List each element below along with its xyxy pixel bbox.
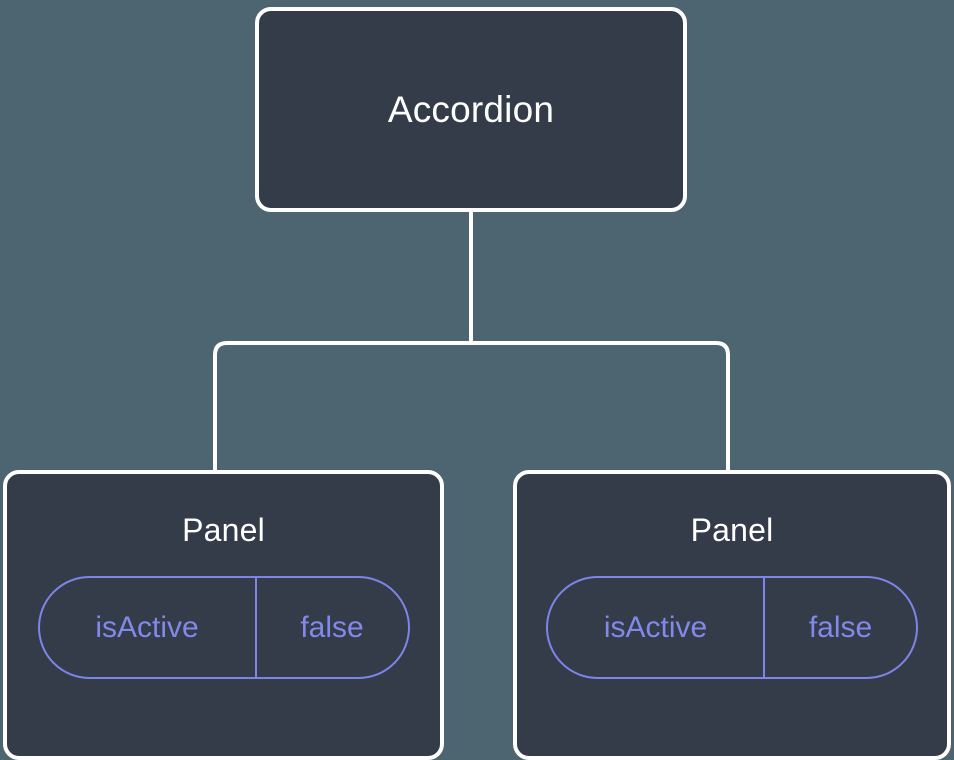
prop-value-panel-left: false: [300, 610, 364, 644]
node-panel-left-label: Panel: [182, 512, 265, 548]
component-tree-diagram: Accordion Panel isActive false Panel isA…: [3, 7, 951, 760]
prop-divider-panel-left: [254, 578, 257, 677]
edge-root-to-panel-right: [471, 341, 730, 472]
prop-pill-panel-right[interactable]: isActive false: [546, 576, 918, 679]
prop-divider-panel-right: [763, 578, 765, 677]
prop-key-panel-left: isActive: [95, 610, 199, 644]
prop-pill-panel-left[interactable]: isActive false: [37, 576, 410, 679]
prop-value-panel-right: false: [808, 610, 873, 644]
node-panel-left[interactable]: Panel isActive false: [3, 470, 444, 760]
node-panel-right-label: Panel: [690, 512, 774, 548]
prop-key-panel-right: isActive: [603, 610, 708, 644]
edge-root-to-panel-left: [213, 341, 471, 472]
node-accordion[interactable]: Accordion: [255, 7, 687, 212]
node-accordion-label: Accordion: [387, 89, 555, 130]
node-panel-right[interactable]: Panel isActive false: [513, 470, 951, 760]
